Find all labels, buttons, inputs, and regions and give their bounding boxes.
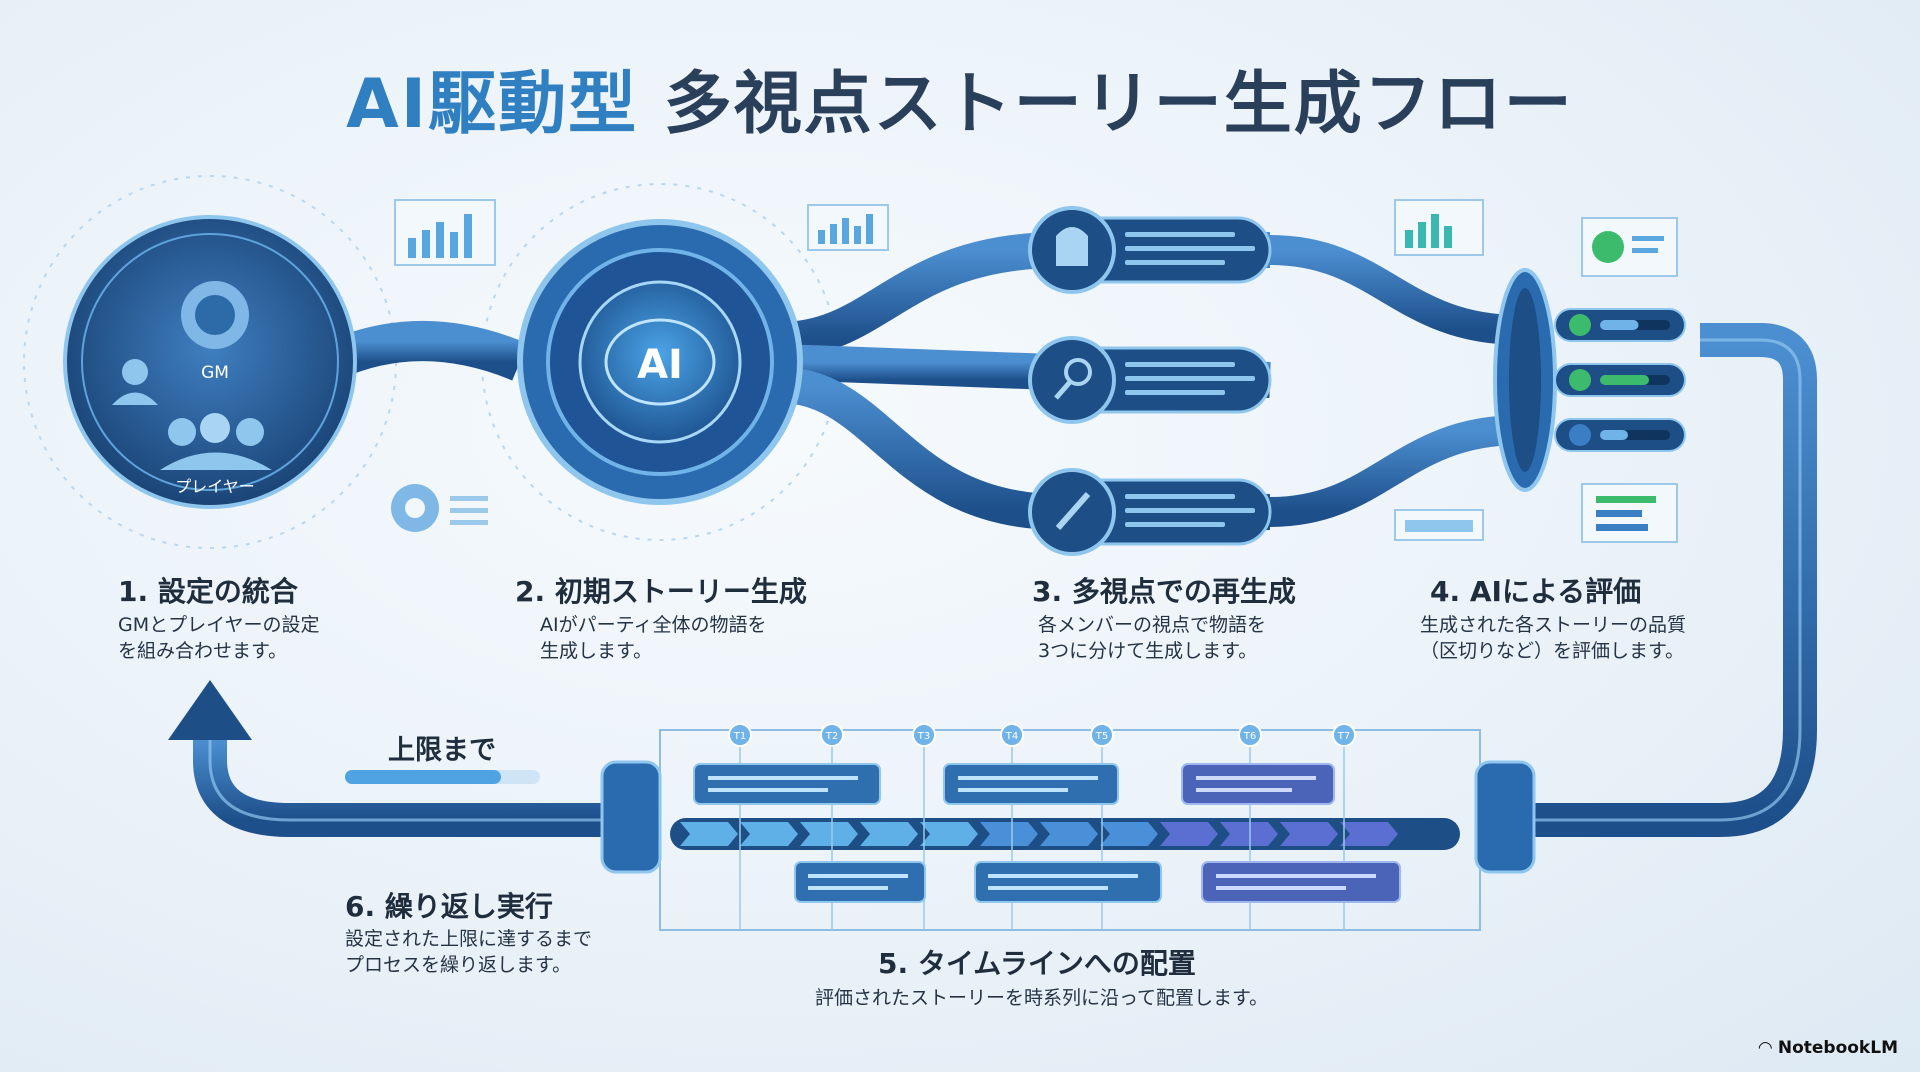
step3-desc-line2: 3つに分けて生成します。 xyxy=(1038,640,1258,662)
chart-icon-2 xyxy=(807,204,889,251)
step6-desc: 設定された上限に達するまで プロセスを繰り返します。 xyxy=(345,926,592,978)
step3-desc: 各メンバーの視点で物語を 3つに分けて生成します。 xyxy=(1038,612,1266,664)
branch-pipe-3 xyxy=(779,367,1270,530)
step6-desc-line1: 設定された上限に達するまで xyxy=(345,928,593,950)
evaluation-bar xyxy=(1554,363,1686,397)
hub-ai-pipe xyxy=(321,321,528,381)
timeline-chevron xyxy=(1040,822,1098,846)
step4-desc: 生成された各ストーリーの品質 （区切りなど）を評価します。 xyxy=(1420,612,1686,664)
story-card-3 xyxy=(1181,763,1335,805)
ai-label: AI xyxy=(637,342,683,388)
evaluation-score-fill xyxy=(1600,375,1649,385)
timeline-tick-label: T3 xyxy=(917,731,930,742)
checklist-icon xyxy=(1581,217,1678,277)
timeline-chevron xyxy=(920,822,978,846)
story-card-6 xyxy=(1201,861,1401,903)
step1-title: 1. 設定の統合 xyxy=(118,575,298,608)
timeline-chevron xyxy=(1220,822,1278,846)
settings-gear-icon xyxy=(391,484,488,532)
brand: ◠ NotebookLM xyxy=(1759,1038,1898,1058)
step1-desc-line1: GMとプレイヤーの設定 xyxy=(118,614,320,636)
story-card-1 xyxy=(693,763,881,805)
step6-desc-line2: プロセスを繰り返します。 xyxy=(345,954,572,976)
timeline-tick-label: T7 xyxy=(1337,731,1350,742)
evaluation-score-fill xyxy=(1600,430,1628,440)
step2-desc-line2: 生成します。 xyxy=(540,640,653,662)
step5-title: 5. タイムラインへの配置 xyxy=(878,947,1196,980)
check-icon xyxy=(1569,314,1591,336)
players-icon xyxy=(160,413,272,470)
step4-desc-line2: （区切りなど）を評価します。 xyxy=(1420,640,1685,662)
story-card-2 xyxy=(943,763,1119,805)
title-part2: 多視点ストーリー生成フロー xyxy=(663,65,1574,144)
perspective-bar-1 xyxy=(1028,206,1272,294)
settings-hub xyxy=(63,215,357,509)
timeline-chevron xyxy=(1280,822,1338,846)
story-card-4 xyxy=(794,861,926,903)
timeline-tick-label: T5 xyxy=(1095,731,1108,742)
step5-desc: 評価されたストーリーを時系列に沿って配置します。 xyxy=(815,987,1269,1009)
helmet-icon xyxy=(1056,227,1088,266)
timeline-chevron xyxy=(1340,822,1398,846)
brain-gear-icon xyxy=(181,281,249,349)
timeline-chevron xyxy=(680,822,738,846)
timeline-chevron xyxy=(740,822,798,846)
sword-icon xyxy=(1055,492,1091,530)
title-part1: AI駆動型 xyxy=(346,65,639,144)
bar-chart-icon xyxy=(1394,509,1484,541)
timeline-tick-label: T2 xyxy=(825,731,838,742)
timeline-cap-left xyxy=(600,760,662,874)
step4-desc-line1: 生成された各ストーリーの品質 xyxy=(1420,614,1687,636)
check-icon xyxy=(1569,424,1591,446)
page-title: AI駆動型 多視点ストーリー生成フロー xyxy=(0,48,1920,147)
magnifier-icon xyxy=(1064,358,1092,386)
timeline-tick-label: T1 xyxy=(733,731,746,742)
perspective-bar-2 xyxy=(1028,336,1272,424)
chart-icon-3 xyxy=(1394,199,1484,256)
chart-icon-1 xyxy=(394,199,496,266)
loop-arrow-icon xyxy=(168,680,252,740)
story-card-5 xyxy=(974,861,1162,903)
progress-list-icon xyxy=(1581,483,1678,543)
check-icon xyxy=(1569,369,1591,391)
step3-desc-line1: 各メンバーの視点で物語を xyxy=(1038,614,1267,636)
step4-title: 4. AIによる評価 xyxy=(1430,575,1642,608)
branch-pipe-1 xyxy=(779,232,1270,358)
timeline-chevron xyxy=(860,822,918,846)
step2-desc-line1: AIがパーティ全体の物語を xyxy=(540,614,767,636)
step2-desc: AIがパーティ全体の物語を 生成します。 xyxy=(540,612,766,664)
step1-desc-line2: を組み合わせます。 xyxy=(118,640,288,662)
perspective-bar-3 xyxy=(1028,468,1272,556)
limit-label: 上限まで xyxy=(388,735,496,766)
player-label: プレイヤー xyxy=(175,477,255,496)
step2-title: 2. 初期ストーリー生成 xyxy=(515,575,807,608)
brand-name: NotebookLM xyxy=(1777,1038,1898,1058)
timeline-chevron xyxy=(1100,822,1158,846)
evaluation-bar xyxy=(1554,418,1686,452)
evaluation-score-fill xyxy=(1600,320,1639,330)
brain-icon xyxy=(604,318,716,406)
timeline-chevron xyxy=(1160,822,1218,846)
step3-title: 3. 多視点での再生成 xyxy=(1032,575,1296,608)
user-icon xyxy=(112,359,158,405)
timeline-tick-label: T6 xyxy=(1243,731,1256,742)
timeline-chevron xyxy=(980,822,1038,846)
limit-progress-fill xyxy=(345,770,501,784)
notebook-icon: ◠ xyxy=(1758,1038,1772,1058)
step6-title: 6. 繰り返し実行 xyxy=(345,890,553,923)
evaluation-bar xyxy=(1554,308,1686,342)
timeline-chevron xyxy=(800,822,858,846)
timeline-cap-right xyxy=(1474,760,1536,874)
gm-label: GM xyxy=(201,363,229,383)
timeline-tick-label: T4 xyxy=(1005,731,1018,742)
step1-desc: GMとプレイヤーの設定 を組み合わせます。 xyxy=(118,612,320,664)
